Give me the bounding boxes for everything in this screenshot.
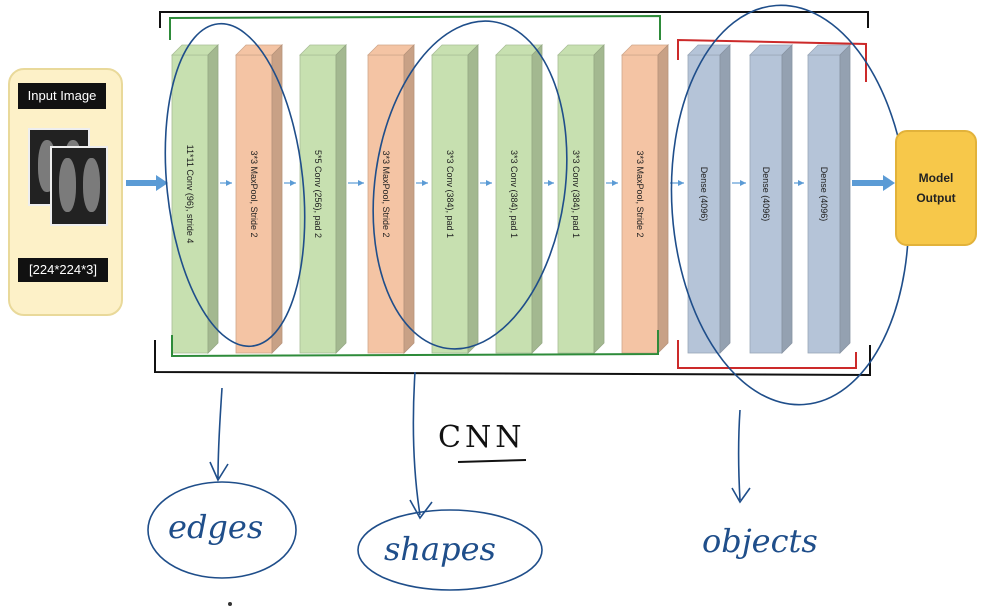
edges-circle-top [164,22,306,348]
flow-arrow-head [358,180,364,186]
layer-label-10: Dense (4096) [761,166,771,222]
layer-label-2: 3*3 MaxPool, Stride 2 [249,150,259,238]
layer-block-11 [807,44,851,354]
layer-face [621,54,659,354]
flow-arrow-head [678,180,684,186]
layer-label-3: 5*5 Conv (256), pad 2 [313,149,323,239]
flow-arrow-head [798,180,804,186]
flow-arrow-head [290,180,296,186]
flow-arrow-head [422,180,428,186]
model-output-box: Model Output [895,130,977,246]
layer-label-7: 3*3 Conv (384), pad 1 [571,149,581,239]
layer-side [839,44,851,354]
layer-side [531,44,543,354]
flow-arrow-head [486,180,492,186]
layer-label-8: 3*3 MaxPool, Stride 2 [635,150,645,238]
cnn-underline [457,459,527,463]
shapes-pointer [409,371,433,520]
flow-arrow-head [226,180,232,186]
layer-side [593,44,605,354]
input-image-title: Input Image [18,83,106,109]
shapes-annotation: shapes [384,530,496,568]
cnn-annotation: CNN [438,420,526,455]
layer-face [171,54,209,354]
layer-label-9: Dense (4096) [699,166,709,222]
green-bracket-top [169,14,661,40]
green-bracket-bottom [171,330,659,358]
layer-face [299,54,337,354]
layer-face [431,54,469,354]
layer-side [467,44,479,354]
layer-side [719,44,731,354]
layer-side [335,44,347,354]
output-arrow-head [883,175,895,191]
layer-side [207,44,219,354]
layer-block-10 [749,44,793,354]
flow-arrow-head [740,180,746,186]
layer-block-3 [299,44,347,354]
objects-annotation: objects [702,522,818,560]
layer-block-9 [687,44,731,354]
layer-side [403,44,415,354]
layer-block-5 [431,44,479,354]
shapes-circle-top [372,20,568,350]
layer-face [235,54,273,354]
black-bracket-bottom [154,340,871,377]
layer-side [657,44,669,354]
edges-annotation: edges [168,508,264,546]
layer-side [781,44,793,354]
layer-block-4 [367,44,415,354]
red-bracket-bottom [677,340,857,369]
xray-thumbnail-front [50,146,108,226]
model-output-label: Model Output [916,171,956,205]
layer-block-1 [171,44,219,354]
layer-face [687,54,721,354]
layer-label-5: 3*3 Conv (384), pad 1 [445,149,455,239]
layer-block-8 [621,44,669,354]
objects-pointer [731,409,751,504]
edges-circle-bottom [147,481,297,579]
layer-label-11: Dense (4096) [819,166,829,222]
edges-pointer [209,387,229,482]
stray-dot [228,602,232,606]
black-bracket-top [159,11,869,28]
input-size-label: [224*224*3] [18,258,108,282]
layer-block-6 [495,44,543,354]
flow-arrows [126,175,895,191]
layer-label-6: 3*3 Conv (384), pad 1 [509,149,519,239]
flow-arrow-head [612,180,618,186]
layer-side [271,44,283,354]
input-arrow-head [156,175,168,191]
layer-label-4: 3*3 MaxPool, Stride 2 [381,150,391,238]
layer-label-1: 11*11 Conv (96), stride 4 [185,144,195,244]
layer-block-2 [235,44,283,354]
flow-arrow-head [548,180,554,186]
shapes-circle-bottom [357,509,543,591]
layer-block-7 [557,44,605,354]
